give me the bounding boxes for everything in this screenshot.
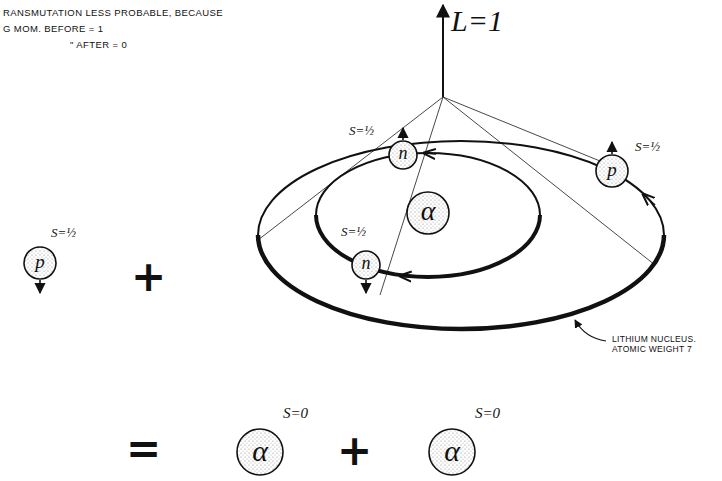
proton-circle: pS=½ — [595, 154, 629, 188]
particle-symbol: α — [421, 196, 436, 227]
equals-sign: = — [126, 426, 161, 472]
neutron-circle: nS=½ — [351, 250, 381, 280]
particle-symbol: α — [252, 434, 268, 467]
alpha-circle: αS=0 — [428, 428, 476, 476]
callout-label: LITHIUM NUCLEUS. ATOMIC WEIGHT 7 — [612, 334, 708, 354]
cone-lines — [258, 97, 655, 295]
angular-momentum-label: L=1 — [451, 4, 503, 37]
inner-orbit — [316, 153, 540, 277]
lithium-nucleus-ellipse: LITHIUM NUCLEUS. ATOMIC WEIGHT 7pS=½nS=½… — [257, 140, 665, 330]
spin-label: S=½ — [50, 226, 77, 240]
particle-symbol: p — [607, 160, 617, 181]
note-text: RANSMUTATION LESS PROBABLE, BECAUSE — [3, 8, 223, 18]
callout-leader — [575, 320, 606, 341]
plus-sign: + — [337, 428, 372, 474]
particle-symbol: α — [444, 434, 460, 467]
spin-label: S=0 — [474, 405, 501, 422]
spin-arrows — [40, 128, 612, 293]
note-text: " AFTER = 0 — [70, 40, 127, 50]
orbit-arrow — [424, 153, 436, 154]
spin-label: S=0 — [282, 405, 309, 422]
particle-symbol: n — [362, 254, 371, 274]
note-text: G MOM. BEFORE = 1 — [3, 24, 104, 34]
spin-label: S=½ — [634, 140, 661, 154]
alpha-circle: αS=0 — [236, 428, 284, 476]
particle-symbol: p — [35, 252, 45, 273]
proton-circle: pS=½ — [23, 246, 57, 280]
spin-label: S=½ — [340, 225, 367, 239]
plus-sign: + — [131, 254, 166, 300]
spin-label: S=½ — [348, 124, 375, 138]
alpha-circle: α — [406, 191, 450, 235]
orbit-arrow — [400, 276, 420, 277]
particle-symbol: n — [399, 144, 408, 164]
neutron-circle: nS=½ — [388, 140, 418, 170]
momentum-arrow — [442, 5, 444, 97]
